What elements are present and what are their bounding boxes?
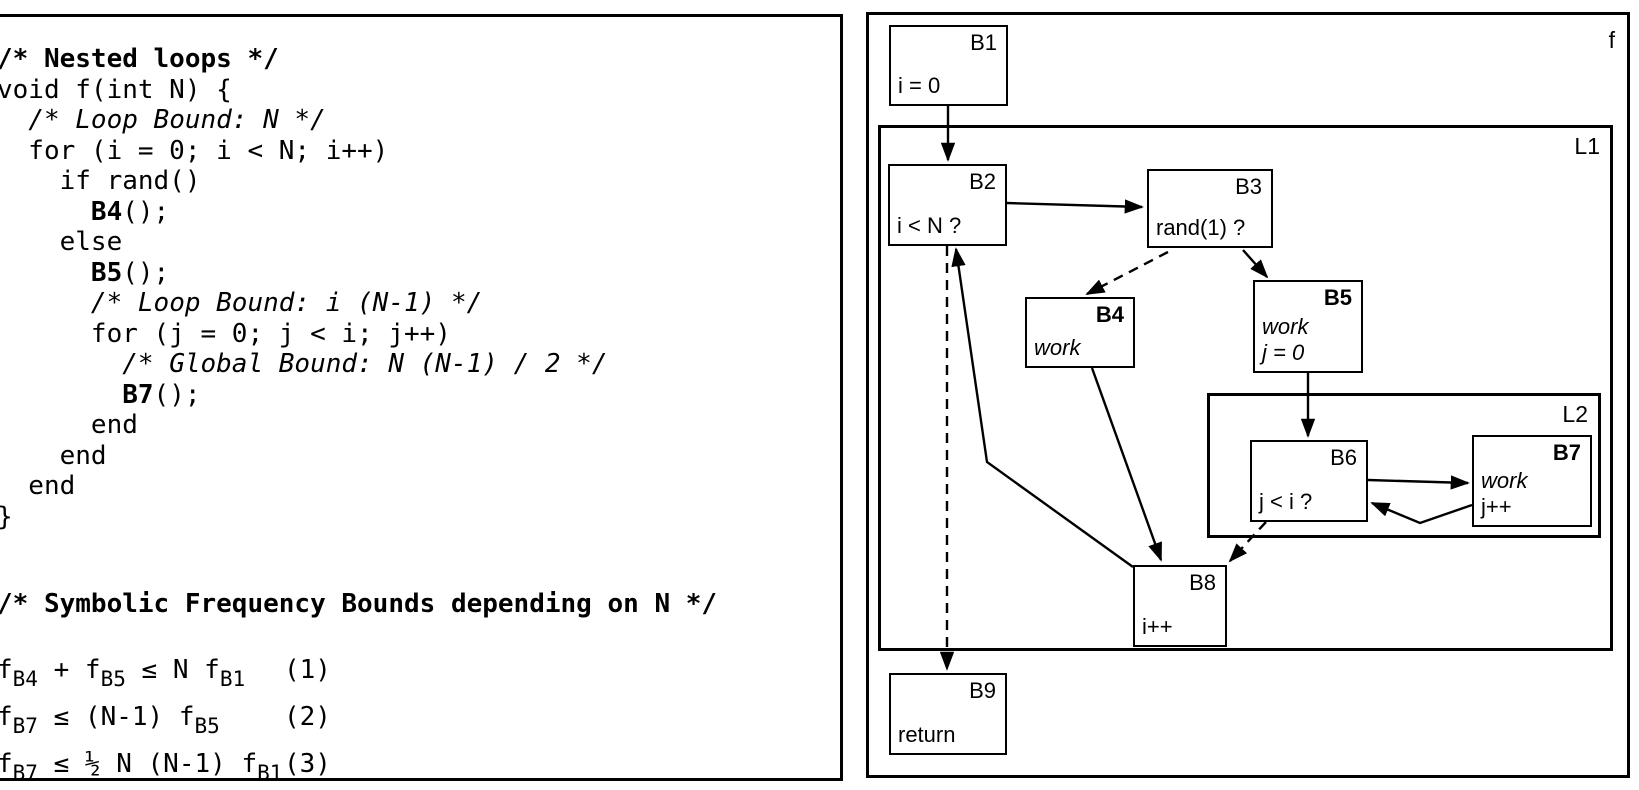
code-line: /* Loop Bound: i (N-1) */	[90, 288, 483, 318]
edge-B2-B3	[1006, 199, 1144, 214]
loop-label-L1: L1	[1574, 133, 1600, 159]
code-line: if rand()	[0, 166, 201, 196]
code-line: void f(int N) {	[0, 74, 232, 105]
code-listing: /* Nested loops */void f(int N) { /* Loo…	[0, 44, 608, 532]
code-line: B5();	[90, 257, 170, 288]
code-line: for (i = 0; i < N; i++)	[0, 135, 389, 166]
loop-region-L2: L2	[1207, 393, 1601, 538]
function-label: f	[1608, 27, 1615, 53]
cfg-block-B4: B4 work	[1025, 297, 1135, 368]
block-id: B2	[969, 169, 996, 194]
loop-region-L1: L1	[878, 125, 1613, 651]
block-id: B7	[1552, 440, 1581, 465]
block-text: work	[1034, 335, 1081, 360]
block-id: B5	[1323, 285, 1352, 310]
block-text: rand(1) ?	[1156, 215, 1246, 240]
block-text: i < N ?	[897, 213, 962, 238]
block-id: B1	[970, 30, 997, 55]
block-text: j < i ?	[1259, 489, 1313, 514]
edge-B6-B7	[1367, 475, 1470, 490]
block-id: B6	[1330, 445, 1357, 470]
block-id: B8	[1189, 570, 1216, 595]
block-text: i++	[1142, 614, 1173, 639]
code-line: /* Nested loops */	[0, 44, 279, 74]
cfg-block-B2: B2 i < N ?	[888, 164, 1007, 246]
cfg-block-B1: B1 i = 0	[889, 25, 1008, 106]
edge-B8-B2	[951, 247, 1134, 568]
code-line: end	[0, 440, 107, 471]
code-line: /* Loop Bound: N */	[28, 105, 326, 135]
code-line: end	[0, 410, 138, 440]
code-line: end	[0, 471, 76, 501]
frequency-bounds: fB4 + fB5 ≤ N fB1(1)fB7 ≤ (N-1) fB5(2)fB…	[0, 647, 331, 788]
formula-line: fB7 ≤ ½ N (N-1) fB1(3)	[0, 741, 331, 788]
cfg-edges	[939, 106, 1473, 671]
code-line: B7();	[122, 379, 201, 410]
code-panel: /* Nested loops */void f(int N) { /* Loo…	[0, 14, 843, 785]
edge-B3-B5	[1242, 249, 1269, 279]
block-id: B9	[969, 678, 996, 703]
formula-number: (2)	[284, 702, 331, 732]
block-text: return	[898, 722, 956, 747]
formula-number: (3)	[284, 749, 331, 779]
block-id: B3	[1235, 174, 1262, 199]
loop-label-L2: L2	[1562, 401, 1588, 427]
bounds-section-comment: /* Symbolic Frequency Bounds depending o…	[0, 589, 718, 619]
code-line: for (j = 0; j < i; j++)	[0, 318, 451, 349]
formula-line: fB7 ≤ (N-1) fB5(2)	[0, 694, 331, 741]
formula-number: (1)	[284, 655, 331, 685]
cfg-block-B8: B8 i++	[1133, 565, 1227, 647]
code-line: }	[0, 502, 608, 533]
formula-line: fB4 + fB5 ≤ N fB1(1)	[0, 647, 331, 694]
cfg-block-B9: B9 return	[889, 673, 1007, 755]
edge-B6-B8	[1228, 521, 1267, 563]
block-text: i = 0	[898, 73, 941, 98]
code-line: else	[0, 227, 123, 257]
code-line: B4();	[90, 196, 170, 227]
code-line: /* Global Bound: N (N-1) / 2 */	[122, 349, 608, 379]
cfg-block-B6: B6 j < i ?	[1250, 440, 1368, 522]
cfg-block-B3: B3 rand(1) ?	[1147, 169, 1273, 248]
edge-B3-B4	[1085, 250, 1169, 296]
block-id: B4	[1095, 302, 1124, 327]
edge-B4-B8	[1090, 367, 1163, 562]
edge-B7-B6	[1370, 501, 1473, 525]
